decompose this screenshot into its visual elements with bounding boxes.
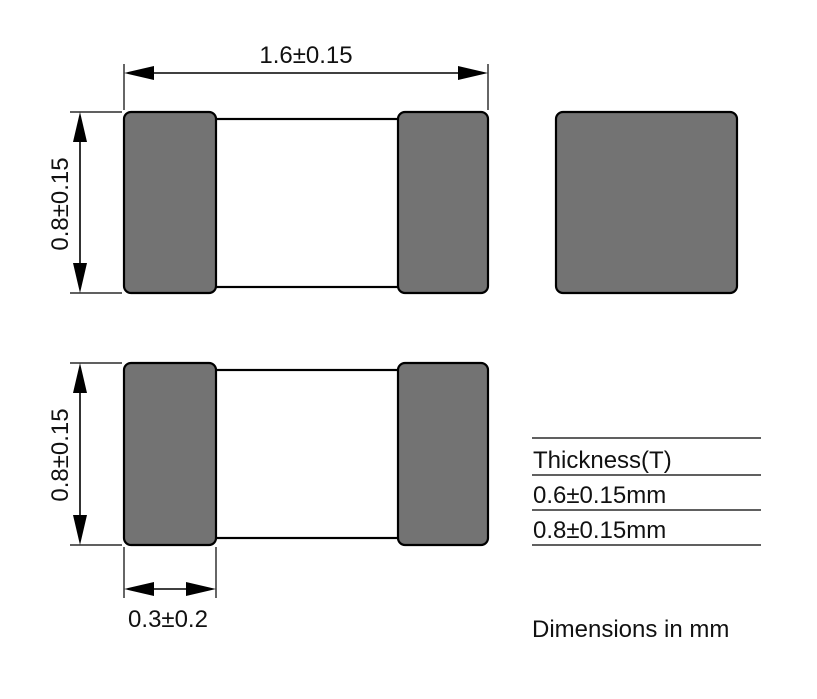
units-note: Dimensions in mm: [532, 616, 729, 643]
side-view: [122, 361, 490, 547]
side-width-dimension: 0.8±0.15: [47, 362, 122, 546]
side-width-arrow-up: [73, 363, 87, 393]
top-view-body: [213, 117, 402, 289]
thickness-header: Thickness(T): [533, 447, 672, 474]
side-view-body: [213, 368, 402, 540]
length-label: 1.6±0.15: [259, 42, 352, 69]
terminal-arrow-left: [124, 582, 154, 596]
top-width-dimension: 0.8±0.15: [47, 111, 122, 294]
top-view: [122, 110, 490, 295]
terminal-dimension: 0.3±0.2: [123, 547, 217, 633]
thickness-table: Thickness(T) 0.6±0.15mm 0.8±0.15mm: [532, 437, 761, 546]
top-width-label: 0.8±0.15: [47, 157, 74, 250]
top-view-right-terminal: [396, 110, 490, 295]
length-arrow-left: [124, 66, 154, 80]
end-view-terminal: [554, 110, 739, 295]
terminal-label: 0.3±0.2: [128, 606, 208, 633]
top-width-arrow-up: [73, 112, 87, 142]
terminal-arrow-right: [186, 582, 216, 596]
length-arrow-right: [458, 66, 488, 80]
top-view-left-terminal: [122, 110, 218, 295]
length-dimension: 1.6±0.15: [123, 42, 489, 110]
side-width-arrow-down: [73, 515, 87, 545]
side-view-left-terminal: [122, 361, 218, 547]
side-width-label: 0.8±0.15: [47, 408, 74, 501]
thickness-row: 0.8±0.15mm: [533, 517, 666, 544]
thickness-row: 0.6±0.15mm: [533, 482, 666, 509]
top-width-arrow-down: [73, 263, 87, 293]
side-view-right-terminal: [396, 361, 490, 547]
